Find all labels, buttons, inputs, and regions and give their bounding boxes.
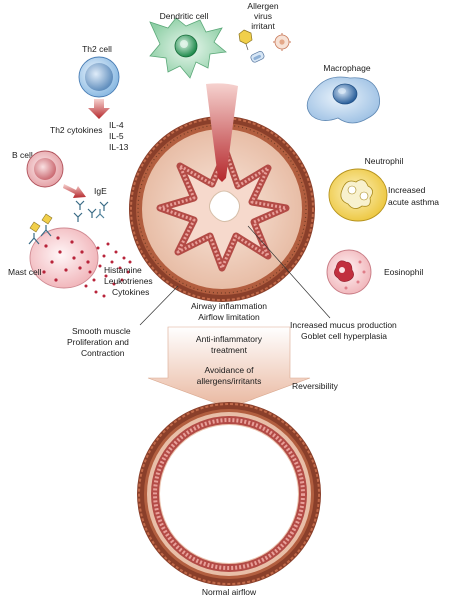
asthmatic-airway	[129, 116, 315, 302]
th2-arrow	[88, 99, 110, 119]
dendritic-to-airway-arrow	[206, 83, 238, 182]
reversibility-arrow	[147, 326, 311, 409]
il5-label: IL-5	[109, 131, 124, 141]
normal-airflow-label: Normal airflow	[202, 587, 257, 597]
il4-label: IL-4	[109, 120, 124, 130]
allergen-particles	[238, 29, 291, 63]
mast-cell-granules	[84, 242, 132, 298]
increased-label: Increased	[388, 185, 426, 195]
th2-cell	[78, 56, 120, 98]
allergens-irritants-label: allergens/irritants	[197, 376, 262, 386]
reversibility-label: Reversibility	[292, 381, 339, 391]
histamine-label: Histamine	[104, 265, 142, 275]
dendritic-cell	[149, 17, 227, 79]
mast-cell-label: Mast cell	[8, 267, 42, 277]
goblet-cell-label: Goblet cell hyperplasia	[301, 331, 387, 341]
eosinophil-label: Eosinophil	[384, 267, 423, 277]
th2-cytokines-label: Th2 cytokines	[50, 125, 102, 135]
normal-airway	[137, 402, 321, 586]
irritant-label: irritant	[251, 21, 275, 31]
smooth-muscle-label: Smooth muscle	[72, 326, 131, 336]
eosinophil	[326, 249, 372, 295]
contraction-label: Contraction	[81, 348, 125, 358]
proliferation-label: Proliferation and	[67, 337, 129, 347]
airway-inflammation-label: Airway inflammation	[191, 301, 267, 311]
avoidance-label: Avoidance of	[205, 365, 255, 375]
neutrophil	[328, 168, 388, 222]
virus-label: virus	[254, 11, 272, 21]
treatment-label: treatment	[211, 345, 248, 355]
dendritic-cell-label: Dendritic cell	[160, 11, 209, 21]
b-cell	[26, 150, 64, 188]
th2-cell-label: Th2 cell	[82, 44, 112, 54]
mucus-pointer	[247, 225, 331, 319]
mast-cell	[29, 227, 99, 289]
mucus-production-label: Increased mucus production	[290, 320, 397, 330]
neutrophil-label: Neutrophil	[365, 156, 404, 166]
anti-inflammatory-label: Anti-inflammatory	[196, 334, 263, 344]
mast-cell-receptors	[28, 213, 53, 245]
airflow-limitation-label: Airflow limitation	[198, 312, 260, 322]
b-cell-arrow	[63, 184, 86, 198]
smooth-muscle-pointer	[139, 285, 179, 326]
acute-asthma-label: acute asthma	[388, 197, 439, 207]
cytokines-label: Cytokines	[112, 287, 149, 297]
il13-label: IL-13	[109, 142, 129, 152]
macrophage	[306, 76, 381, 124]
macrophage-label: Macrophage	[323, 63, 371, 73]
allergen-label: Allergen	[247, 1, 278, 11]
ige-label: IgE	[94, 186, 107, 196]
leukotrienes-label: Leukotrienes	[104, 276, 153, 286]
ige-antibodies	[73, 200, 109, 222]
b-cell-label: B cell	[12, 150, 33, 160]
